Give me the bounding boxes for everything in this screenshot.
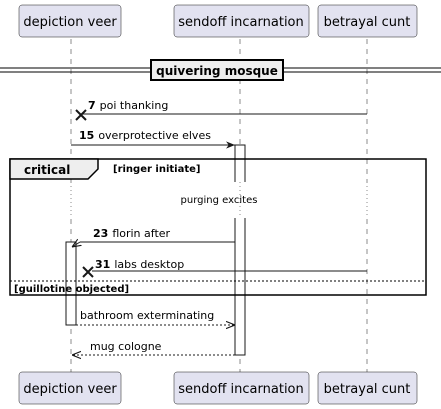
participant-sendoff-incarnation-bottom[interactable]: sendoff incarnation	[173, 371, 310, 405]
participant-label: betrayal cunt	[324, 382, 411, 397]
divider: quivering mosque	[0, 59, 441, 81]
message-label: florin after	[112, 227, 170, 240]
fragment-keyword: critical	[24, 163, 70, 177]
message-label: overprotective elves	[98, 129, 211, 142]
delay-label: purging excites	[181, 195, 258, 206]
message-label: labs desktop	[114, 258, 184, 271]
participant-label: betrayal cunt	[324, 15, 411, 30]
message-label: mug cologne	[90, 340, 162, 353]
return-bathroom-exterminating: bathroom exterminating	[76, 309, 235, 325]
message-label: bathroom exterminating	[80, 309, 214, 322]
fragment-guard-1: [ringer initiate]	[113, 164, 200, 175]
participant-depiction-veer-top[interactable]: depiction veer	[18, 4, 122, 38]
message-number: 7	[88, 99, 96, 112]
message-23: 23 florin after	[72, 227, 235, 247]
message-number: 31	[95, 258, 110, 271]
message-15: 15 overprotective elves	[71, 129, 235, 149]
participant-label: sendoff incarnation	[178, 382, 304, 397]
participant-label: depiction veer	[23, 15, 117, 30]
participant-label: sendoff incarnation	[178, 15, 304, 30]
return-mug-cologne: mug cologne	[72, 340, 235, 355]
activation-sendoff-incarnation	[234, 144, 246, 356]
message-number: 23	[93, 227, 108, 240]
fragment-guard-2: [guillotine objected]	[14, 284, 129, 295]
delay: purging excites	[60, 182, 390, 218]
message-31: 31 labs desktop	[82, 258, 367, 278]
participant-betrayal-cunt-bottom[interactable]: betrayal cunt	[317, 371, 418, 405]
message-label: poi thanking	[100, 99, 169, 112]
participant-depiction-veer-bottom[interactable]: depiction veer	[18, 371, 122, 405]
critical-fragment: critical [ringer initiate] [guillotine o…	[9, 158, 427, 296]
divider-label: quivering mosque	[156, 64, 278, 78]
message-number: 15	[79, 129, 94, 142]
participant-sendoff-incarnation-top[interactable]: sendoff incarnation	[173, 4, 310, 38]
participant-label: depiction veer	[23, 382, 117, 397]
participant-betrayal-cunt-top[interactable]: betrayal cunt	[317, 4, 418, 38]
message-7: 7 poi thanking	[75, 99, 367, 121]
